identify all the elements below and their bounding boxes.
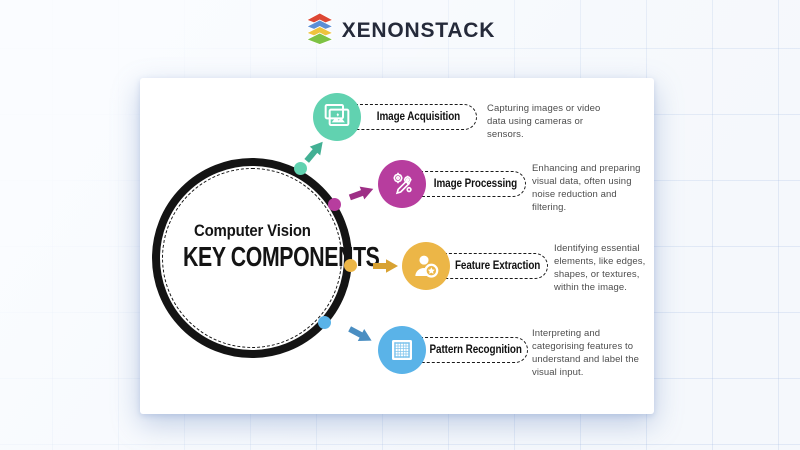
central-ring-dashed: [162, 168, 342, 348]
pattern-recognition-dot: [318, 316, 331, 329]
logo-text: XENONSTACK: [341, 19, 496, 42]
diagram-title: Computer Vision KEY COMPONENTS: [152, 221, 380, 273]
image-acquisition-label: Image Acquisition: [376, 111, 460, 123]
pattern-recognition-icon: [378, 326, 426, 374]
feature-extraction-label: Feature Extraction: [455, 260, 541, 272]
image-processing-icon: [378, 160, 426, 208]
pattern-recognition-arrow-icon: [346, 322, 376, 348]
image-processing-label: Image Processing: [433, 178, 517, 190]
image-acquisition-icon: [313, 93, 361, 141]
central-ring: [152, 158, 352, 358]
image-processing-description: Enhancing and preparing visual data, oft…: [532, 163, 641, 214]
image-acquisition-arrow-icon: [301, 136, 330, 166]
image-acquisition-description: Capturing images or video data using cam…: [487, 103, 601, 141]
title-line1: Computer Vision: [193, 221, 311, 240]
infographic-card: Computer Vision KEY COMPONENTS Image Acq…: [140, 78, 654, 414]
image-acquisition-dot: [294, 162, 307, 175]
feature-extraction-arrow-icon: [373, 258, 399, 274]
image-processing-arrow-icon: [347, 181, 377, 205]
stacked-layers-icon: [305, 12, 335, 50]
feature-extraction-dot: [344, 259, 357, 272]
feature-extraction-icon: [402, 242, 450, 290]
image-processing-dot: [328, 198, 341, 211]
pattern-recognition-description: Interpreting and categorising features t…: [532, 328, 639, 379]
feature-extraction-description: Identifying essential elements, like edg…: [554, 243, 646, 294]
xenonstack-logo: XENONSTACK: [305, 12, 495, 50]
pattern-recognition-label: Pattern Recognition: [429, 344, 523, 356]
